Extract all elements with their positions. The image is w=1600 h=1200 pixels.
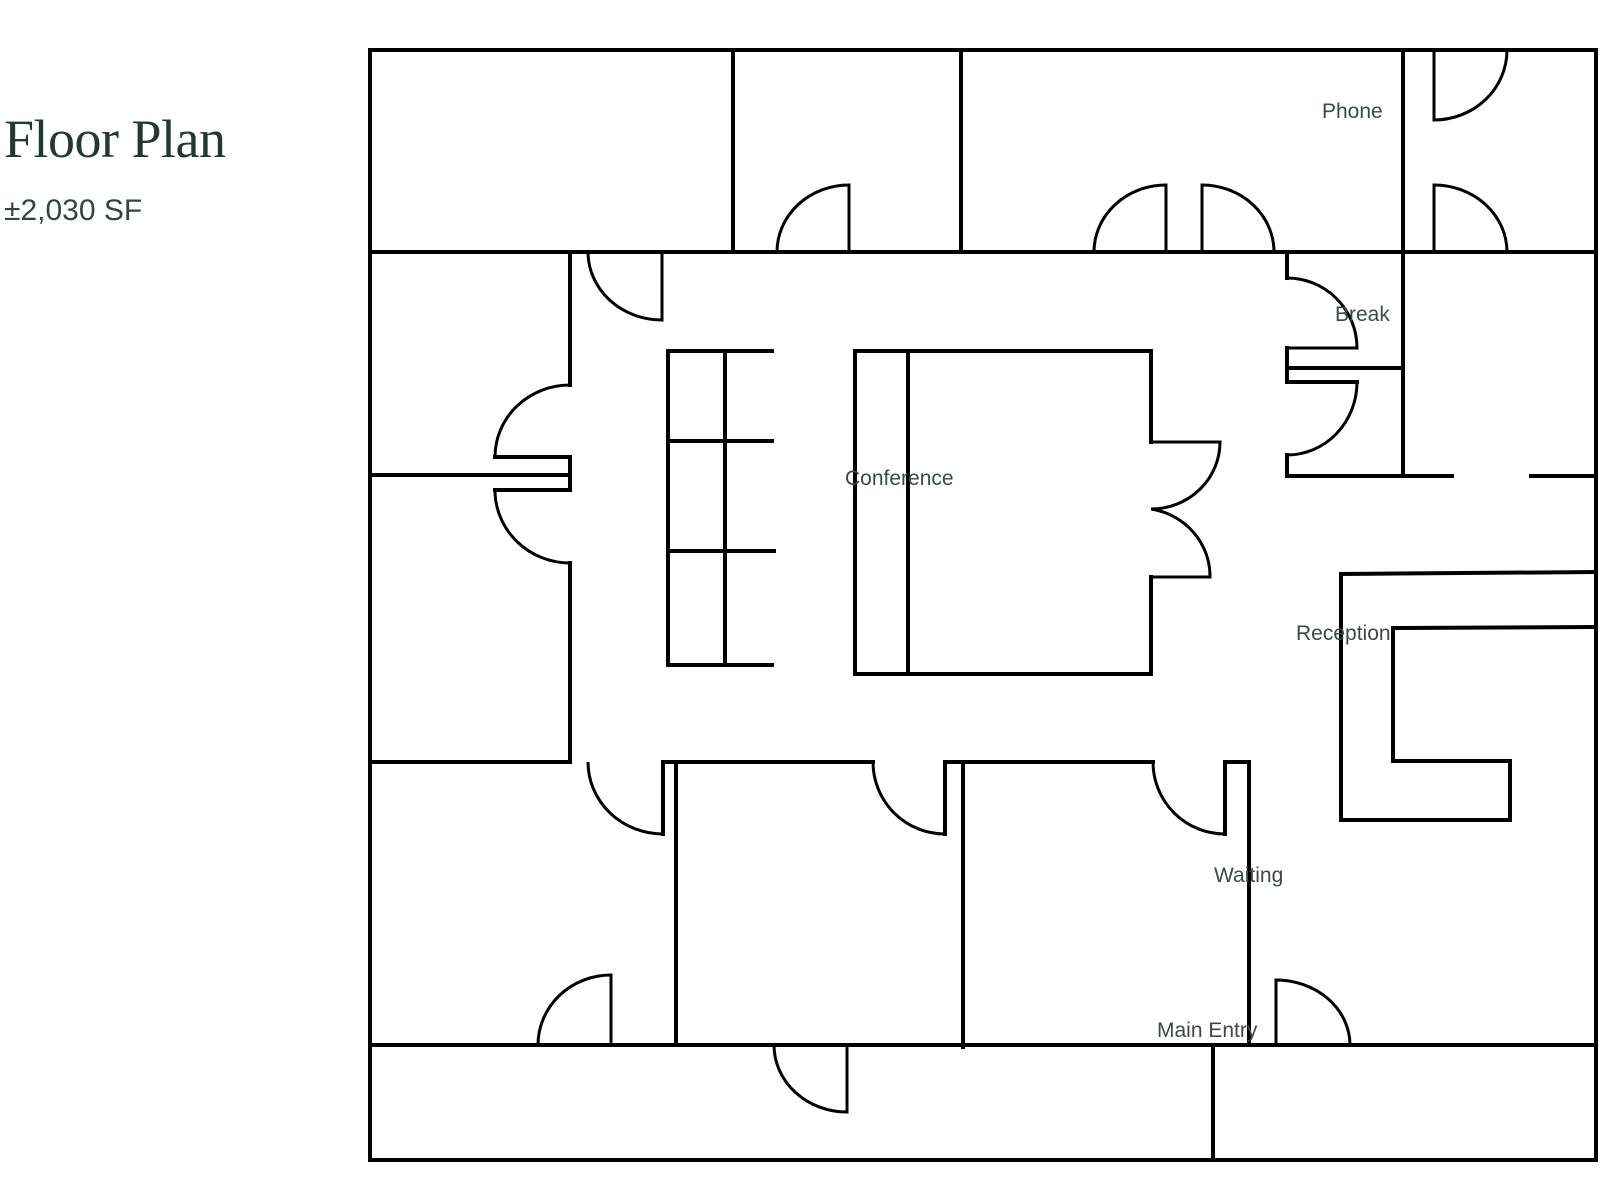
doors (493, 49, 1509, 1114)
door (1286, 381, 1359, 457)
door (586, 761, 664, 836)
door (1286, 276, 1359, 350)
door (1432, 183, 1509, 253)
door (1274, 978, 1352, 1046)
page-title: Floor Plan (4, 109, 226, 169)
room-label-phone: Phone (1322, 100, 1383, 123)
room-label-reception: Reception (1296, 622, 1391, 645)
door (536, 973, 613, 1046)
door (1432, 49, 1509, 122)
walls (368, 48, 1599, 1162)
door (1150, 507, 1212, 579)
room-label-break: Break (1335, 303, 1390, 326)
door (1092, 183, 1168, 253)
door (772, 1044, 849, 1114)
door (1151, 761, 1226, 836)
door (493, 489, 571, 565)
outer-wall (368, 48, 1598, 1162)
room-label-main-entry: Main Entry (1157, 1019, 1258, 1042)
room-label-conference: Conference (845, 467, 954, 490)
door (1200, 183, 1276, 253)
door (871, 761, 946, 836)
room-labels: Phone Break Conference Reception Waiting… (845, 100, 1391, 1042)
door (493, 383, 571, 458)
reception-desk (1339, 569, 1599, 822)
area-label: ±2,030 SF (4, 194, 143, 227)
door (586, 251, 664, 322)
door (1150, 440, 1222, 511)
header: Floor Plan ±2,030 SF (4, 112, 226, 226)
door (775, 183, 851, 253)
room-label-waiting: Waiting (1214, 864, 1283, 887)
